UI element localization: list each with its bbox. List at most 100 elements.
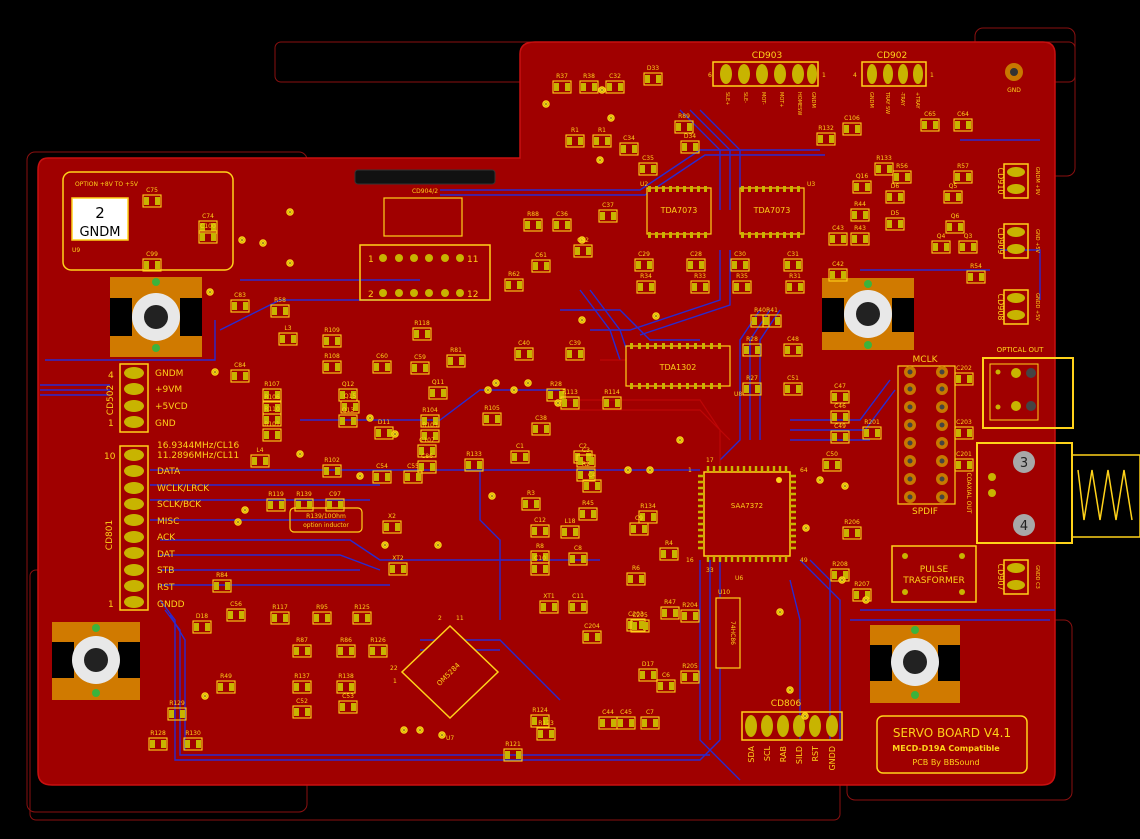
saa-pin-64: 64 (800, 467, 808, 474)
via-drill (864, 598, 868, 602)
pad (351, 417, 356, 425)
pad (422, 432, 427, 440)
passive-footprint (638, 162, 658, 176)
passive-footprint (850, 208, 870, 222)
via-drill (600, 88, 604, 92)
pad (887, 165, 892, 173)
pad (264, 416, 269, 424)
refdes-label: R114 (604, 389, 620, 396)
cd502-pin-label: GND (155, 419, 176, 429)
pad (955, 121, 960, 129)
pad (662, 609, 667, 617)
refdes-label: XT1 (543, 593, 555, 600)
cd902-ref: CD902 (877, 51, 907, 61)
passive-footprint (372, 360, 392, 374)
cd902-pin-label: +TRAY (914, 92, 920, 110)
refdes-label: D33 (647, 65, 659, 72)
refdes-label: R137 (294, 673, 310, 680)
cd902-pin-label: TRAY SW (884, 91, 890, 114)
cd801-pin-last: 1 (108, 600, 114, 610)
passive-footprint (686, 258, 706, 272)
passive-footprint (352, 611, 372, 625)
saa7372-ref: U6 (735, 575, 743, 582)
passive-footprint (338, 414, 358, 428)
pad (338, 647, 343, 655)
pad (155, 197, 160, 205)
passive-footprint (582, 479, 602, 493)
om5284-pin-1: 1 (393, 678, 397, 685)
refdes-label: R201 (864, 419, 880, 426)
cd901-pin-12: 12 (467, 290, 478, 300)
via-drill (626, 468, 630, 472)
pad (956, 193, 961, 201)
pad (562, 399, 567, 407)
refdes-label: C39 (569, 340, 581, 347)
cd903-ref: CD903 (752, 51, 782, 61)
refdes-label: C42 (832, 261, 844, 268)
via-drill (556, 401, 560, 405)
pad (544, 262, 549, 270)
pad (340, 391, 345, 399)
opt-inductor-line-2: option inductor (303, 522, 349, 529)
pad (144, 197, 149, 205)
pad (506, 281, 511, 289)
cd909-connector: CD909 GND +5V (996, 223, 1040, 259)
passive-footprint (420, 429, 440, 443)
pad (947, 223, 952, 231)
pad (324, 337, 329, 345)
refdes-label: R1 (598, 127, 606, 134)
via-drill (203, 694, 207, 698)
pad (968, 273, 973, 281)
tda1302-ref: U8 (734, 391, 742, 398)
pad (570, 555, 575, 563)
cd904-ref: CD904/2 (412, 188, 438, 195)
via-drill (436, 543, 440, 547)
passive-footprint (954, 458, 974, 472)
refdes-label: C61 (535, 252, 547, 259)
pad (672, 550, 677, 558)
passive-footprint (382, 520, 402, 534)
pad (956, 375, 961, 383)
pad (682, 612, 687, 620)
passive-footprint (412, 327, 432, 341)
passive-footprint (198, 230, 218, 244)
refdes-label: R54 (970, 263, 982, 270)
passive-footprint (565, 347, 585, 361)
refdes-label: R47 (664, 599, 676, 606)
pad (578, 137, 583, 145)
pad (430, 447, 435, 455)
refdes-label: C74 (202, 213, 214, 220)
via-drill (243, 508, 247, 512)
pad (787, 283, 792, 291)
saa-pin-1: 1 (688, 467, 692, 474)
mount-pad-bottom-left (52, 622, 140, 700)
passive-footprint (464, 458, 484, 472)
pad (844, 125, 849, 133)
cd801-pin-label: STB (157, 566, 174, 576)
pad (575, 247, 580, 255)
passive-footprint (312, 611, 332, 625)
pad (340, 417, 345, 425)
passive-footprint (828, 268, 848, 282)
cd903-pin-label: MOT+ (778, 92, 784, 108)
pad (532, 527, 537, 535)
passive-footprint (953, 170, 973, 184)
via-drill (288, 261, 292, 265)
refdes-label: R139 (296, 491, 312, 498)
pad (688, 261, 693, 269)
refdes-label: C64 (957, 111, 969, 118)
pad (581, 603, 586, 611)
passive-footprint (573, 244, 593, 258)
pad (905, 173, 910, 181)
cd502-connector: 4 1 CD502 GNDM +9VM +5VCD GND (106, 363, 188, 433)
pad (211, 223, 216, 231)
refdes-label: R104 (422, 407, 438, 414)
pad (291, 335, 296, 343)
pad (243, 302, 248, 310)
passive-footprint (262, 388, 282, 402)
mount-pad-mid-right (822, 278, 914, 350)
pad (155, 261, 160, 269)
pad (864, 429, 869, 437)
passive-footprint (634, 258, 654, 272)
passive-footprint (336, 680, 356, 694)
